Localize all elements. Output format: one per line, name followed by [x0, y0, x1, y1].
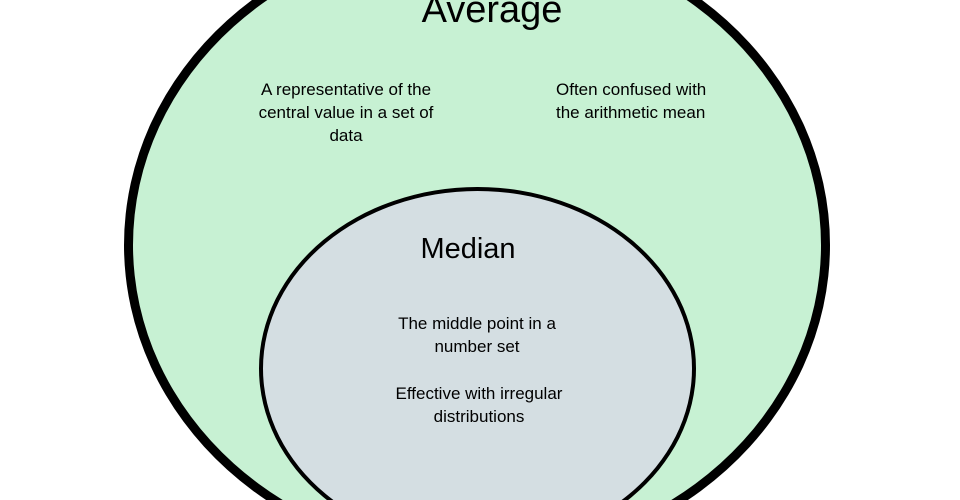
median-note-top: The middle point in a number set [398, 314, 556, 356]
median-circle [259, 187, 696, 500]
median-note-bottom: Effective with irregular distributions [395, 384, 563, 426]
average-note-left: A representative of the central value in… [258, 80, 434, 145]
average-label: Average [421, 0, 563, 31]
median-label: Median [420, 233, 516, 265]
average-note-right: Often confused with the arithmetic mean [556, 80, 707, 122]
